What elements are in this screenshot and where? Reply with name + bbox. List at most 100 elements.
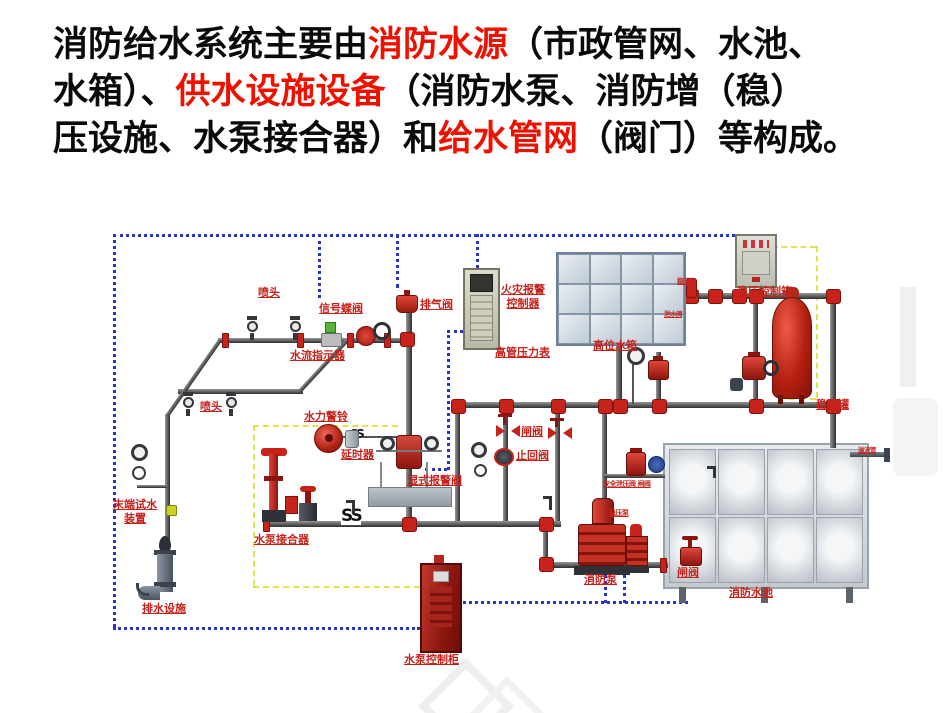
label-gate-valve: 闸阀 — [677, 566, 699, 579]
pipe-main-riser — [406, 313, 412, 525]
label-stabilizer-pump: 稳压泵 — [609, 509, 629, 517]
sprinkler-icon — [246, 316, 258, 340]
pipe-elbow — [400, 332, 415, 347]
pipe-pool-overflow-end — [884, 448, 890, 462]
pipe-drop — [543, 524, 548, 566]
pipe-relief-branch — [604, 474, 665, 478]
pipe-fitting — [732, 289, 747, 304]
pipe-tee — [499, 399, 514, 414]
gate-valve-icon — [544, 418, 572, 439]
label-stabilizer-control-box: 稳压控制箱 — [737, 285, 792, 298]
pressure-reducing-valve-icon — [648, 456, 665, 473]
title-keyword-water-source: 消防水源 — [368, 25, 509, 65]
label-air-release-valve: 排气阀 — [420, 298, 453, 311]
stabilizer-tank-vessel — [772, 287, 812, 404]
title-seg: （阀门）等构成。 — [578, 119, 859, 159]
label-drainage: 排水设施 — [142, 602, 186, 615]
control-valve-icon — [648, 356, 669, 380]
label-sprinkler: 喷头 — [258, 286, 280, 299]
pipe-pool-overflow — [850, 452, 886, 457]
test-ring-icon — [132, 466, 146, 480]
signal-line-blue — [447, 330, 450, 470]
check-valve-icon — [494, 448, 514, 466]
signal-line-yellow — [253, 425, 255, 586]
signal-line-blue — [476, 234, 479, 268]
gate-valve-icon — [492, 414, 520, 437]
label-pipe-pressure-gauge: 高管压力表 — [495, 346, 550, 359]
hydraulic-bell-icon — [314, 424, 343, 453]
tap-icon — [543, 496, 552, 510]
label-fire-pool: 消防水池 — [729, 586, 773, 599]
pipe-tee — [652, 399, 667, 414]
pipe-fitting — [686, 278, 697, 298]
title-seg: 水箱）、 — [53, 72, 176, 112]
pipe-gauge-stub — [137, 485, 167, 488]
pump-control-cabinet-box — [420, 555, 462, 653]
pipe-diagonal — [298, 339, 349, 393]
signal-line-blue — [458, 601, 688, 604]
label-pump-coupling: 水泵接合器 — [254, 533, 309, 546]
title-seg: 压设施、水泵接合器）和 — [53, 119, 439, 159]
pipe-end-test-riser — [165, 414, 170, 548]
tap-icon — [707, 466, 716, 478]
label-wet-alarm-valve: 湿式报警阀 — [407, 474, 462, 487]
label-fire-pump: 消防泵 — [584, 573, 617, 586]
label-fire-alarm-controller: 火灾报警 控制器 — [501, 283, 545, 311]
label-flow-indicator: 水流指示器 — [290, 349, 345, 362]
pipe-stabilizer-column — [753, 298, 758, 404]
pipe-fitting — [708, 289, 723, 304]
signal-line-yellow — [772, 246, 816, 248]
signal-line-blue — [623, 556, 626, 603]
fire-pump-icon — [574, 498, 630, 575]
signal-line-yellow — [253, 586, 420, 588]
fire-alarm-controller-cabinet — [463, 268, 500, 350]
pipe-tee — [749, 289, 764, 304]
pressure-gauge-icon — [131, 444, 148, 461]
title-seg: （消防水泵、消防增（稳） — [385, 72, 806, 112]
title-seg: 消防给水系统主要由 — [53, 25, 369, 65]
title-line-2: 水箱）、供水设施设备（消防水泵、消防增（稳） — [53, 69, 913, 116]
pipe-elbow — [451, 399, 466, 414]
elevated-tank-box — [556, 252, 686, 346]
title-keyword-supply-equipment: 供水设施设备 — [175, 72, 386, 112]
jockey-pump-icon — [623, 524, 649, 573]
pipe-column-1 — [455, 406, 460, 525]
label-hydraulic-bell: 水力警铃 — [304, 410, 348, 423]
gauge-stem — [632, 360, 634, 404]
pressure-control-valve-icon — [730, 352, 779, 391]
pipe-branch-upper — [218, 338, 412, 343]
tap-icon — [346, 500, 355, 514]
signal-line-blue — [113, 234, 116, 627]
pipe-cross — [826, 399, 841, 414]
label-safety-relief-valve: 安全泄压阀 闸阀 — [603, 480, 651, 488]
pipe-right-riser — [830, 296, 836, 448]
label-delay-device: 延时器 — [341, 448, 374, 461]
title-seg: （市政管网、水池、 — [508, 25, 824, 65]
signal-line-blue — [425, 468, 447, 471]
pipe-break-icon: SS — [341, 506, 363, 526]
label-pump-control-cabinet: 水泵控制柜 — [404, 653, 459, 666]
title-keyword-pipe-network: 给水管网 — [438, 119, 579, 159]
test-ring-icon — [474, 464, 487, 477]
pipe-tee — [613, 399, 628, 414]
label-check-valve: 止回阀 — [516, 449, 549, 462]
pipe-elbow — [539, 517, 554, 532]
signal-line-blue — [318, 234, 321, 298]
signal-line-blue — [113, 234, 753, 237]
signal-line-yellow — [816, 246, 818, 398]
test-valve-icon — [166, 505, 177, 516]
watermark — [893, 398, 938, 476]
pipe-elbow — [826, 289, 841, 304]
signal-line-blue — [396, 234, 399, 288]
pipe-flange — [297, 333, 304, 348]
label-elevated-tank: 高位水箱 — [593, 339, 637, 352]
pressure-gauge-icon — [471, 442, 487, 458]
pipe-tee — [402, 517, 417, 532]
pipe-branch-lower — [178, 389, 303, 394]
title-line-3: 压设施、水泵接合器）和给水管网（阀门）等构成。 — [53, 116, 913, 163]
pipe-flange — [660, 558, 667, 573]
label-end-test-device: 末端试水 装置 — [113, 498, 157, 526]
stabilizer-control-box — [735, 234, 777, 288]
label-stabilizer-pump: 稳压泵 — [677, 277, 696, 285]
